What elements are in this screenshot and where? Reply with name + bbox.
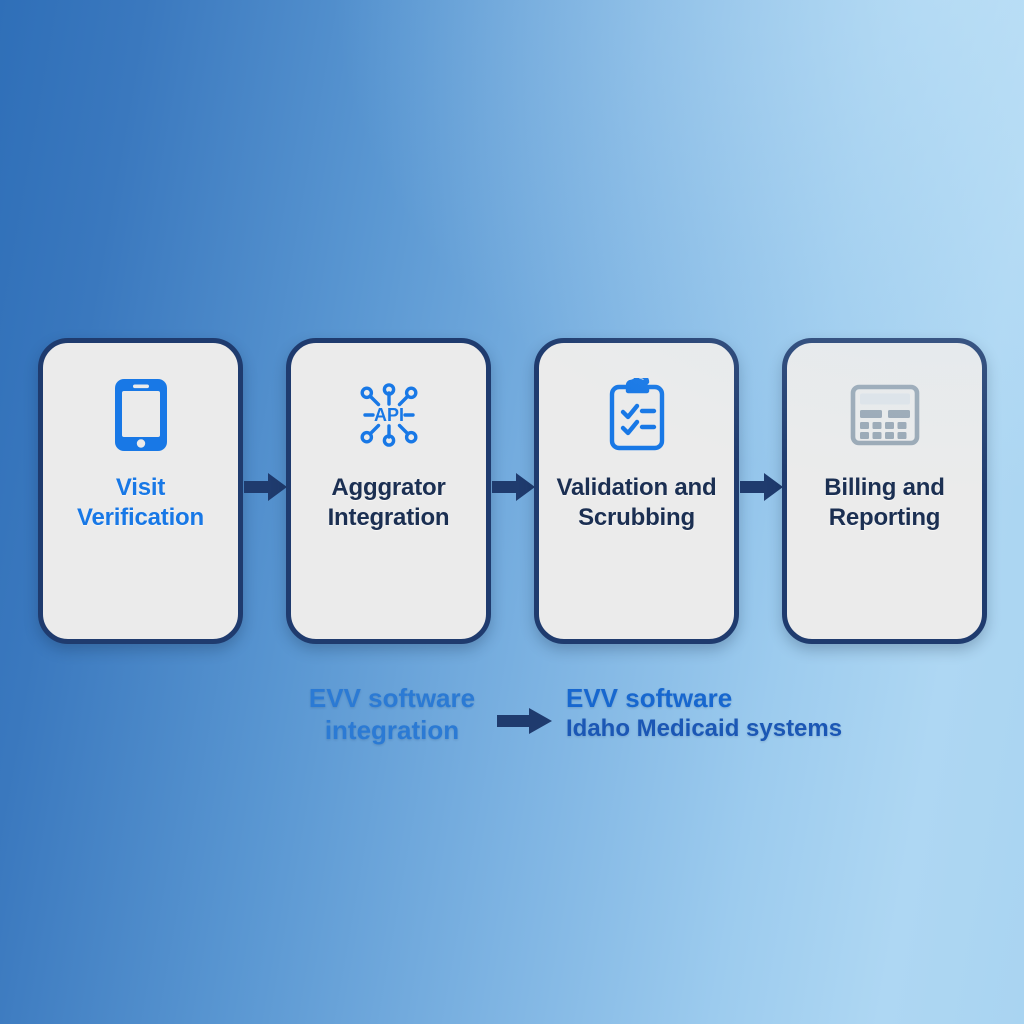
process-flow-row: Visit Verification (0, 338, 1024, 644)
smartphone-icon (105, 375, 177, 455)
flow-step-label: Visit Verification (69, 473, 212, 533)
calculator-icon (849, 375, 921, 455)
flow-step-label-line2: Integration (327, 504, 450, 532)
arrow-right-icon (740, 470, 784, 504)
flow-step-label-line1: Validation and (556, 474, 717, 501)
arrow-right-icon (492, 470, 536, 504)
flow-step-card-aggregator-integration[interactable]: API Agggrator Integration (286, 338, 491, 644)
flow-step-label-line2: Scrubbing (578, 504, 695, 532)
flow-step-label: Billing and Reporting (816, 473, 952, 533)
caption-left-line1: EVV software (308, 683, 476, 713)
clipboard-check-icon (601, 375, 673, 455)
arrow-right-icon (244, 470, 288, 504)
flow-step-label-line1: Visit (115, 474, 166, 501)
flow-step-card-billing-reporting[interactable]: Billing and Reporting (782, 338, 987, 644)
flow-step-card-validation-scrubbing[interactable]: Validation and Scrubbing (534, 338, 739, 644)
caption-left-line2: integration (324, 715, 460, 746)
flow-step-label-line1: Agggrator (331, 474, 446, 501)
flow-step-card-visit-verification[interactable]: Visit Verification (38, 338, 243, 644)
api-network-icon: API (353, 375, 425, 455)
flow-step-label: Validation and Scrubbing (549, 473, 725, 533)
arrow-right-icon (497, 706, 553, 736)
caption-right-line1: EVV software (566, 683, 733, 713)
flow-step-label-line2: Verification (77, 504, 204, 532)
flow-step-label: Agggrator Integration (320, 473, 458, 533)
caption-left: EVV software integration (292, 682, 492, 746)
caption-right: EVV software Idaho Medicaid systems (566, 682, 896, 744)
flow-step-label-line1: Billing and (824, 474, 945, 501)
caption-row: EVV software integration EVV software Id… (0, 682, 1024, 762)
flow-step-label-line2: Reporting (828, 504, 941, 532)
caption-right-line2: Idaho Medicaid systems (566, 715, 843, 743)
api-icon-text: API (373, 405, 403, 425)
